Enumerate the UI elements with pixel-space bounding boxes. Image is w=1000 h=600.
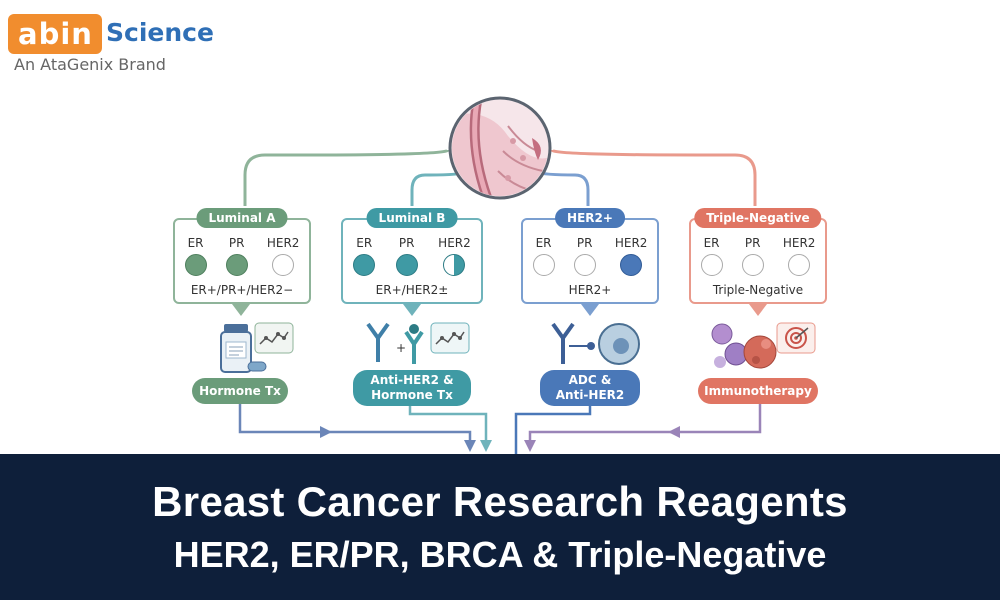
therapy-adc-anti-her2: ADC & Anti-HER2: [540, 370, 640, 406]
marker-row: ER PR HER2: [175, 236, 309, 276]
marker-her2: HER2: [614, 236, 648, 276]
marker-name: HER2: [782, 236, 816, 250]
marker-name: ER: [535, 236, 552, 250]
pointer-luminal-b: [403, 304, 421, 316]
molecule-icon: [254, 322, 294, 354]
marker-negative-indicator: [272, 254, 295, 276]
marker-pr: PR: [741, 236, 764, 276]
breast-tissue-icon: [448, 96, 552, 200]
marker-row: ER PR HER2: [343, 236, 481, 276]
therapy-hormone-tx: Hormone Tx: [192, 378, 288, 404]
marker-positive-indicator: [184, 254, 207, 276]
connector-lines: [238, 148, 762, 454]
therapy-immunotherapy: Immunotherapy: [698, 378, 818, 404]
marker-negative-indicator: [532, 254, 555, 276]
marker-her2: HER2: [438, 236, 471, 276]
marker-name: PR: [744, 236, 761, 250]
marker-name: HER2: [266, 236, 300, 250]
marker-positive-indicator: [225, 254, 248, 276]
brand-logo: abin Science An AtaGenix Brand: [8, 8, 228, 78]
pointer-triple-negative: [749, 304, 767, 316]
card-status: ER+/PR+/HER2−: [190, 283, 294, 297]
subtype-card-her2: HER2+ ER PR HER2 HER2+: [521, 208, 659, 304]
subtype-card-luminal-a: Luminal A ER PR HER2 ER+/PR+/HER2−: [173, 208, 311, 304]
antibody-icon: +: [366, 322, 424, 364]
subtype-diagram: Luminal A ER PR HER2 ER+/PR+/HER2− Lumin…: [173, 96, 827, 454]
marker-name: PR: [576, 236, 593, 250]
marker-name: ER: [356, 236, 373, 250]
marker-positive-indicator: [395, 254, 418, 276]
subtype-label: Luminal A: [196, 208, 288, 228]
logo-tagline: An AtaGenix Brand: [14, 55, 166, 74]
marker-er: ER: [353, 236, 376, 276]
flow-arrow-b: [480, 440, 492, 452]
pointer-luminal-a: [232, 304, 250, 316]
marker-partial-indicator: [443, 254, 466, 276]
flow-line-c: [514, 406, 592, 454]
banner-title: Breast Cancer Research Reagents: [152, 478, 848, 525]
therapy-anti-her2-hormone: Anti-HER2 & Hormone Tx: [353, 370, 471, 406]
marker-negative-indicator: [573, 254, 596, 276]
marker-row: ER PR HER2: [523, 236, 657, 276]
flow-line-b: [408, 406, 488, 448]
banner-subtitle: HER2, ER/PR, BRCA & Triple-Negative: [173, 534, 827, 575]
marker-her2: HER2: [266, 236, 300, 276]
medication-bottle-icon: [220, 324, 267, 373]
subtype-label: Triple-Negative: [694, 208, 822, 228]
target-icon: [776, 322, 816, 354]
marker-er: ER: [184, 236, 207, 276]
marker-pr: PR: [395, 236, 418, 276]
svg-text:+: +: [396, 341, 406, 355]
marker-negative-indicator: [741, 254, 764, 276]
marker-name: PR: [398, 236, 415, 250]
flow-arrow-d-down: [524, 440, 536, 452]
marker-positive-indicator: [620, 254, 643, 276]
logo-name: Science: [106, 18, 214, 47]
title-banner: Breast Cancer Research Reagents HER2, ER…: [0, 454, 1000, 600]
adc-icon: [551, 322, 640, 365]
flow-arrow-d: [668, 426, 680, 438]
marker-er: ER: [532, 236, 555, 276]
marker-name: PR: [228, 236, 245, 250]
marker-name: HER2: [438, 236, 471, 250]
flow-arrow-a: [320, 426, 332, 438]
marker-name: ER: [703, 236, 720, 250]
subtype-label: Luminal B: [366, 208, 458, 228]
subtype-label: HER2+: [555, 208, 625, 228]
marker-negative-indicator: [700, 254, 723, 276]
molecule-icon: [430, 322, 470, 354]
marker-positive-indicator: [353, 254, 376, 276]
card-status: ER+/HER2±: [375, 283, 449, 297]
connector-luminal-a: [243, 148, 450, 206]
marker-her2: HER2: [782, 236, 816, 276]
flow-line-a: [238, 404, 472, 448]
subtype-card-luminal-b: Luminal B ER PR HER2 ER+/HER2±: [341, 208, 483, 304]
marker-pr: PR: [573, 236, 596, 276]
marker-row: ER PR HER2: [691, 236, 825, 276]
logo-mark-text: abin: [18, 17, 93, 51]
marker-er: ER: [700, 236, 723, 276]
card-status: Triple-Negative: [712, 283, 804, 297]
card-pointers: [232, 304, 767, 316]
marker-name: HER2: [614, 236, 648, 250]
flow-arrow-a-down: [464, 440, 476, 452]
card-status: HER2+: [568, 283, 612, 297]
marker-pr: PR: [225, 236, 248, 276]
immune-cells-icon: [711, 323, 777, 369]
subtype-card-triple-negative: Triple-Negative ER PR HER2 Triple-Negati…: [689, 208, 827, 304]
marker-name: ER: [187, 236, 204, 250]
pointer-her2: [581, 304, 599, 316]
marker-negative-indicator: [788, 254, 811, 276]
flow-line-d: [528, 404, 762, 448]
connector-triple-negative: [550, 148, 757, 206]
logo-mark-box: abin: [8, 14, 102, 54]
